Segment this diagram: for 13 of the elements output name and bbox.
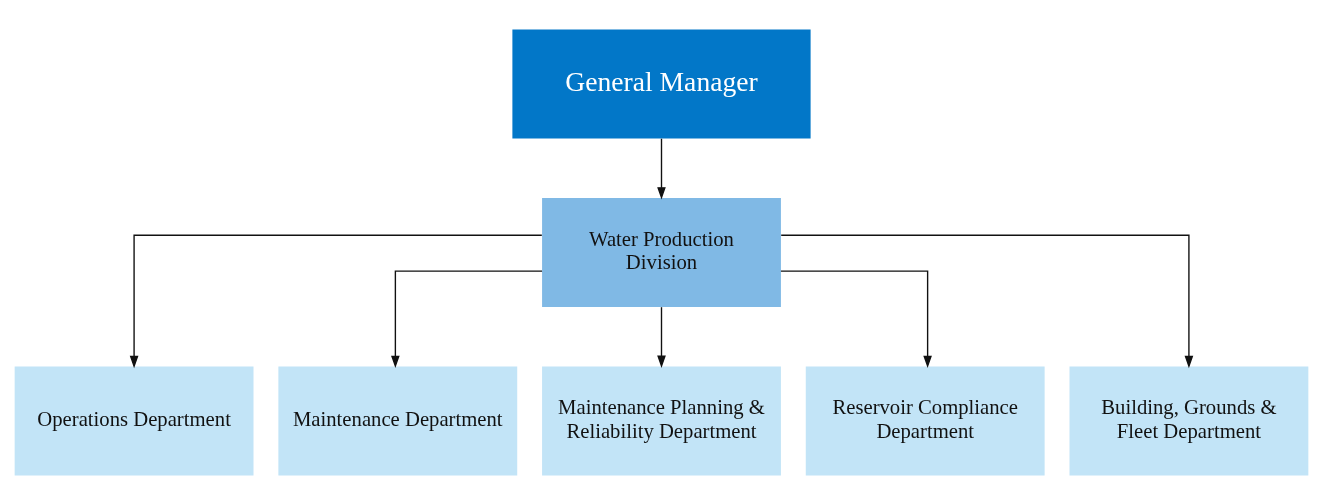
node-box: Operations Department [14,365,254,475]
node-box: Building, Grounds & Fleet Department [1069,365,1309,475]
node-box: Reservoir Compliance Department [805,365,1045,475]
arrow [129,234,543,368]
node-box: Maintenance Planning & Reliability Department [542,365,781,475]
arrow [780,234,1194,368]
arrow [657,306,666,368]
node-box: Water Production Division [542,197,781,307]
node-box: General Manager [512,29,811,139]
arrow [657,137,666,200]
arrow [391,269,543,368]
node-box: Maintenance Department [278,365,518,475]
arrow [780,269,932,368]
